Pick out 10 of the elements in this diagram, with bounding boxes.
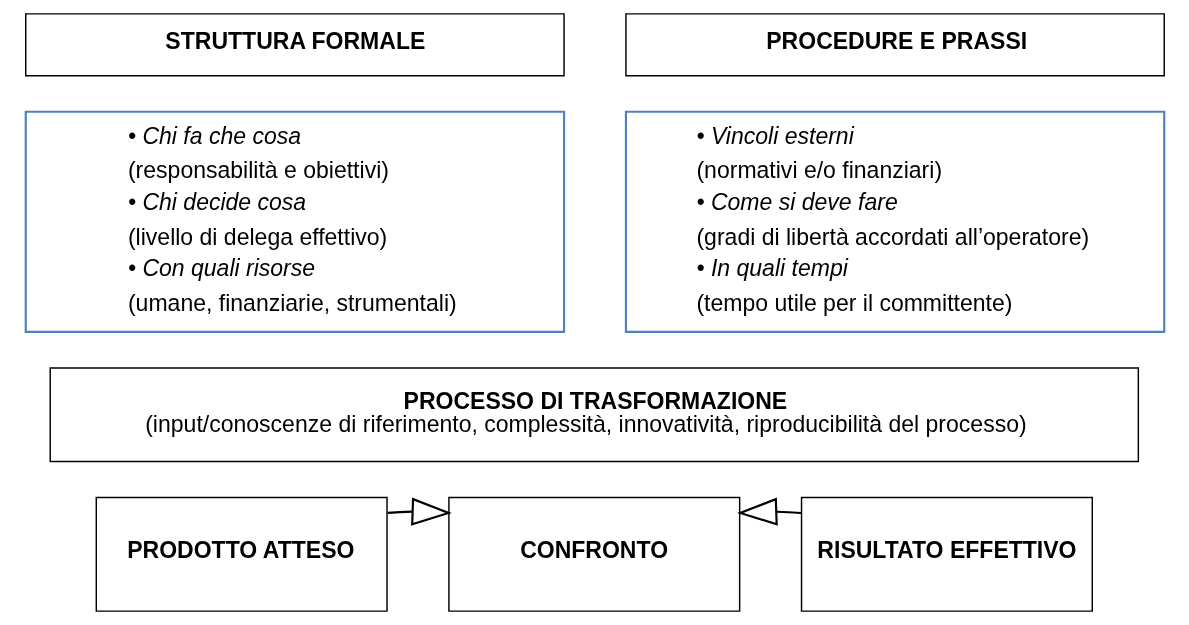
node-box: • Vincoli esterni (normativi e/o finanziari) • Come si deve fare (gradi di libertà accordati all’operatore) • In quali tempi (tempo utile per il committente)	[624, 110, 1165, 333]
node-box: RISULTATO EFFETTIVO	[800, 496, 1093, 612]
node-box: • Chi fa che cosa (responsabilità e obiettivi) • Chi decide cosa (livello di delega effettivo) • Con quali risorse (umane, finanziarie, strumentali)	[24, 110, 565, 333]
node-box: PROCEDURE E PRASSI	[624, 13, 1165, 77]
arrow	[736, 497, 801, 526]
node-box: CONFRONTO	[447, 496, 740, 612]
node-box: STRUTTURA FORMALE	[24, 13, 565, 77]
arrow	[387, 497, 452, 526]
node-box: PROCESSO DI TRASFORMAZIONE (input/conoscenze di riferimento, complessità, innovatività, riproducibilità del processo)	[49, 367, 1139, 463]
node-box: PRODOTTO ATTESO	[95, 496, 388, 612]
